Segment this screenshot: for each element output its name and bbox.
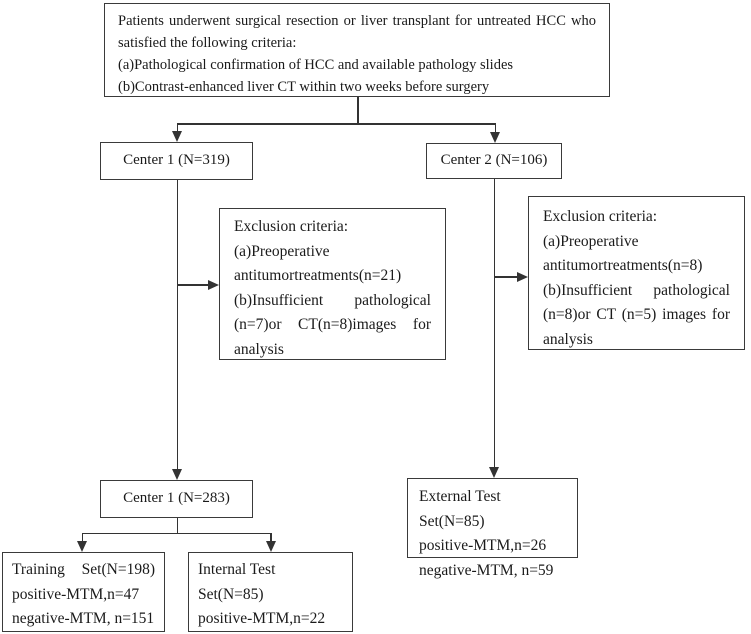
exclusion2-line: (a)Preoperative <box>543 232 639 250</box>
center1-initial-label: Center 1 (N=319) <box>123 152 230 168</box>
arrowhead-to-external-test <box>488 467 499 478</box>
connector-center1-after-vertical <box>176 518 179 534</box>
center2-initial-box: Center 2 (N=106) <box>426 143 562 179</box>
connector-stub-center2 <box>494 123 497 133</box>
external-test-line: External Test Set(N=85) <box>419 488 501 530</box>
connector-center2-vertical <box>493 179 496 469</box>
center2-initial-label: Center 2 (N=106) <box>440 152 548 168</box>
external-test-line: negative-MTM, n=59 <box>419 561 554 579</box>
training-set-box: Training Set(N=198) positive-MTM,n=47 ne… <box>2 552 165 632</box>
inclusion-line: (b)Contrast-enhanced liver CT within two… <box>118 79 490 95</box>
connector-center1-vertical <box>176 180 179 471</box>
connector-top-vertical <box>357 97 359 124</box>
inclusion-line: Patients underwent surgical resection or… <box>118 13 596 29</box>
training-set-line: positive-MTM,n=47 <box>12 585 140 603</box>
connector-bottom-split <box>82 532 272 535</box>
arrowhead-to-exclusion1 <box>208 279 219 290</box>
arrowhead-to-center1 <box>171 131 182 142</box>
connector-branch-exclusion1 <box>177 284 210 286</box>
exclusion-center1-box: Exclusion criteria: (a)Preoperative anti… <box>219 208 446 360</box>
exclusion1-line: antitumortreatments(n=21) <box>234 267 402 284</box>
arrowhead-to-training <box>77 541 87 552</box>
inclusion-criteria-box: Patients underwent surgical resection or… <box>104 3 610 97</box>
exclusion2-line: (n=8)or CT (n=5) images for <box>543 306 730 323</box>
exclusion2-line: analysis <box>543 330 593 348</box>
connector-stub-internal <box>270 532 272 543</box>
internal-test-line: positive-MTM,n=22 <box>198 610 326 627</box>
exclusion2-line: Exclusion criteria: <box>543 208 658 225</box>
arrowhead-to-center2 <box>489 132 500 143</box>
exclusion1-line: Exclusion criteria: <box>234 218 349 235</box>
connector-stub-training <box>81 532 84 543</box>
exclusion1-line: (a)Preoperative <box>234 242 330 260</box>
center1-initial-box: Center 1 (N=319) <box>100 142 253 180</box>
training-set-line: negative-MTM, n=151 <box>12 610 155 627</box>
connector-top-split <box>176 123 496 125</box>
internal-test-set-box: Internal Test Set(N=85) positive-MTM,n=2… <box>188 552 353 632</box>
arrowhead-to-center1-after <box>171 469 182 480</box>
arrowhead-to-internal <box>265 541 276 552</box>
exclusion1-line: (b)Insufficient pathological <box>234 291 431 309</box>
internal-test-line: Internal Test Set(N=85) <box>198 561 276 603</box>
training-set-line: Training Set(N=198) <box>12 561 155 578</box>
inclusion-line: satisfied the following criteria: <box>118 35 297 51</box>
center1-after-exclusion-label: Center 1 (N=283) <box>123 490 230 506</box>
exclusion1-line: analysis <box>234 340 284 358</box>
arrowhead-to-exclusion2 <box>517 271 528 282</box>
exclusion-center2-box: Exclusion criteria: (a)Preoperative anti… <box>528 196 745 350</box>
exclusion2-line: antitumortreatments(n=8) <box>543 257 703 274</box>
connector-branch-exclusion2 <box>494 276 518 278</box>
inclusion-line: (a)Pathological confirmation of HCC and … <box>118 57 514 73</box>
exclusion1-line: (n=7)or CT(n=8)images for <box>234 316 431 333</box>
connector-stub-center1 <box>176 123 179 133</box>
exclusion2-line: (b)Insufficient pathological <box>543 281 730 299</box>
external-test-line: positive-MTM,n=26 <box>419 537 547 554</box>
center1-after-exclusion-box: Center 1 (N=283) <box>100 480 253 518</box>
external-test-set-box: External Test Set(N=85) positive-MTM,n=2… <box>407 478 578 579</box>
